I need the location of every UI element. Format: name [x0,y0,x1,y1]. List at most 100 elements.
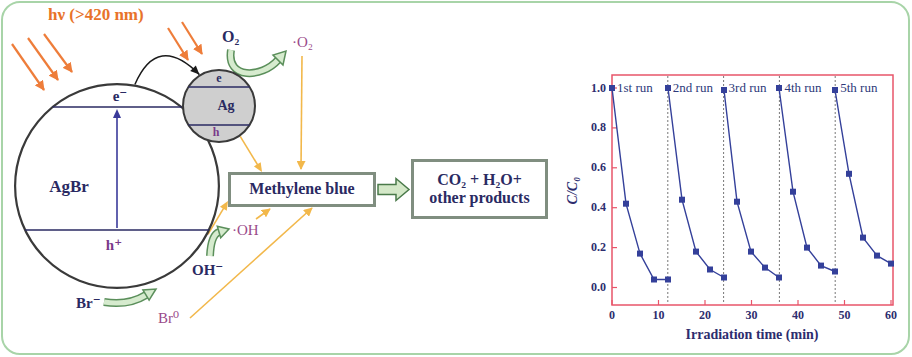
x-tick-label: 50 [839,309,851,322]
data-marker [790,189,796,195]
x-tick-label: 60 [885,309,897,322]
chart [609,75,894,305]
run-label: 4th run [784,81,821,95]
band-edge [188,86,249,88]
tick [844,300,845,305]
data-markers [609,85,894,283]
x-tick-label: 30 [746,309,758,322]
data-marker [874,253,880,259]
box-text: CO₂ + H₂O+ other products [420,171,539,208]
data-marker [888,261,894,267]
run-divider [667,76,668,304]
y-tick-label: 0.6 [591,161,606,174]
tick [612,247,617,248]
reaction-arrow-fill [231,50,278,73]
data-marker [665,277,671,283]
reaction-arrow-oh [210,226,229,256]
run-divider [723,76,724,304]
tick [751,300,752,305]
run-line [835,90,891,264]
x-axis-title: Irradiation time (min) [686,327,819,342]
run-dividers [668,76,835,304]
band-edge [52,106,181,108]
attack-arrow [301,56,302,169]
reaction-arrow-outline [231,50,278,73]
run-line [724,90,779,278]
plot-frame [612,75,893,305]
light-ray [168,28,188,60]
data-marker [860,235,866,241]
run-divider [779,76,780,304]
data-marker [707,267,713,273]
oxygen-label: O₂ [222,28,239,46]
reaction-arrow-fill [210,232,219,256]
electron-label: e [216,72,221,85]
light-ray [44,34,72,72]
reaction-arrow-head [143,289,156,300]
run-line [668,88,724,278]
data-marker [665,85,671,91]
bromide-label: Br⁻ [76,295,101,312]
data-marker [734,199,740,205]
light-ray [12,44,44,90]
data-marker [609,85,615,91]
arrow-head [220,201,228,211]
x-tick-label: 0 [609,309,615,322]
reaction-arrow-head [273,51,286,65]
tick [797,300,798,305]
run-line [779,88,835,272]
data-marker [776,85,782,91]
conversion-arrow [378,179,409,201]
run-label: 3rd run [729,81,767,95]
data-marker [693,249,699,255]
x-tick-label: 40 [792,309,804,322]
data-marker [762,265,768,271]
data-marker [832,269,838,275]
attack-line [240,136,259,167]
superoxide-label: ·O₂ [292,34,313,51]
product-box: CO₂ + H₂O+ other products [411,159,548,219]
hydroxide-label: OH⁻ [192,262,223,279]
material-label: Ag [217,98,234,113]
data-lines [612,88,891,280]
silver-nanoparticle: Ageh [182,69,256,143]
tick [890,300,891,305]
x-tick-label: 20 [699,309,711,322]
reaction-arrow-outline [210,232,219,256]
material-label: AgBr [49,178,89,197]
x-ticks [612,300,891,305]
light-label: hν (>420 nm) [48,6,144,25]
hole-label: h⁺ [106,237,122,254]
arrow-head [254,162,262,172]
y-tick-label: 0.4 [591,201,606,214]
data-marker [804,245,810,251]
data-marker [721,275,727,281]
transfer-curve [135,56,200,85]
bromine-atom-label: Br⁰ [158,310,179,327]
light-ray [182,22,202,54]
data-marker [637,251,643,257]
y-tick-label: 0.0 [591,281,606,294]
hollow-arrow [378,179,409,201]
run-label: 5th run [840,81,877,95]
y-tick-label: 0.8 [591,121,606,134]
data-marker [776,275,782,281]
tick [658,300,659,305]
light-ray [28,38,58,80]
oxidation-arrow [240,136,262,172]
data-marker [623,201,629,207]
particle-circle [183,70,255,142]
tick [704,300,705,305]
data-marker [846,171,852,177]
y-tick-label: 0.2 [591,241,606,254]
tick [612,167,617,168]
box-text: Methylene blue [249,180,354,198]
reaction-arrow-br [104,289,156,303]
data-marker [679,197,685,203]
excitation-arrow-head [113,109,121,118]
light-rays [12,22,202,90]
data-marker [721,87,727,93]
data-marker [818,263,824,269]
run-line [612,88,668,280]
